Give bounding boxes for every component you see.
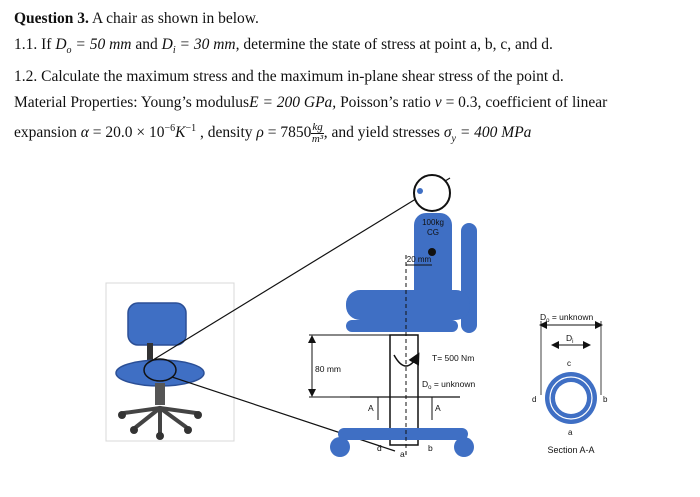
q1-di-sub: i [172, 45, 176, 57]
cg-label: CG [427, 228, 439, 237]
mat-v: v [434, 94, 442, 112]
chair-photo [105, 282, 235, 442]
question-text: Question 3. A chair as shown in below. 1… [14, 6, 698, 152]
photo-backrest [127, 302, 187, 346]
do-label: Do = unknown [422, 379, 475, 391]
question-intro: A chair as shown in below. [91, 10, 259, 27]
q1-di: D [161, 36, 173, 53]
section-do-label: Do = unknown [540, 312, 593, 324]
mat-yield: , and yield stresses [323, 124, 444, 142]
photo-highlight-circle [143, 358, 177, 382]
q1-suffix: determine the state of stress at point a… [239, 36, 553, 53]
mat-e-value: = 200 GPa, [258, 94, 337, 112]
section-point-a: a [568, 428, 573, 437]
mat-alpha-unit-exp: −1 [185, 123, 197, 135]
mass-label: 100kg [422, 218, 444, 227]
mat-alpha-value: = 20.0 × 10 [88, 124, 165, 142]
q1-do-value: = 50 mm [71, 36, 132, 53]
person-head [413, 174, 451, 212]
mat-prefix: Material Properties: Young’s modulus [14, 94, 250, 112]
photo-base [122, 406, 198, 435]
section-title: Section A-A [547, 445, 594, 455]
do-letter: D [422, 379, 428, 389]
mat-rho-value: = 7850 [263, 124, 312, 142]
do-unknown: = unknown [431, 379, 475, 389]
photo-casters [118, 411, 202, 440]
mat-rho-den: m³ [311, 133, 324, 146]
chair-schematic [308, 174, 477, 457]
torque-label: T= 500 Nm [432, 353, 474, 363]
torque-arrow [393, 352, 420, 367]
point-b: b [428, 443, 433, 453]
base-bar [338, 428, 468, 440]
section-di-sub: i [572, 339, 573, 345]
material-line-1: Material Properties: Young’s modulusE = … [14, 90, 698, 116]
mat-coef: coefficient of linear [481, 94, 608, 112]
zoom-line-top [147, 177, 451, 364]
q1-di-value: = 30 mm, [175, 36, 240, 53]
point-a: a [400, 449, 405, 459]
seat-lower [346, 320, 458, 332]
mat-alpha: α [80, 124, 89, 142]
mat-e: E [249, 94, 259, 112]
photo-column [155, 383, 165, 405]
question-title: Question 3. [14, 10, 89, 27]
head-dot [417, 188, 423, 194]
section-point-c: c [567, 359, 571, 368]
cut-label-right: A [435, 403, 441, 413]
mat-sigma-value: = 400 MPa [455, 124, 532, 142]
mat-v-value: = 0.3, [441, 94, 482, 112]
section-di-label: Di [566, 333, 573, 345]
mat-density: , density [196, 124, 257, 142]
photo-seat [115, 359, 205, 387]
section-do-unknown: = unknown [549, 312, 593, 322]
photo-back-support [147, 343, 153, 365]
mat-alpha-exp: −6 [164, 123, 176, 135]
cg-point [428, 248, 436, 256]
section-do-sub: o [546, 318, 550, 324]
offset-label: 20 mm [407, 255, 432, 264]
q1-do: D [55, 36, 67, 53]
person-body [414, 213, 452, 303]
mat-poisson: Poisson’s ratio [336, 94, 435, 112]
do-sub: o [428, 385, 432, 391]
mat-expansion: expansion [14, 124, 81, 142]
mat-rho: ρ [256, 124, 264, 142]
section-ring [549, 376, 593, 420]
wheel-left [330, 437, 350, 457]
mat-rho-num: kg [311, 121, 324, 135]
wheel-right [454, 437, 474, 457]
height-label: 80 mm [315, 364, 341, 374]
chair-figure: 100kg CG 20 mm 80 mm T= 500 Nm Do = unkn… [105, 174, 608, 459]
point-d: d [377, 443, 382, 453]
q1-and: and [131, 36, 162, 53]
q1-prefix: 1.1. If [14, 36, 56, 53]
mat-alpha-unit: K [175, 124, 186, 142]
cut-label-left: A [368, 403, 374, 413]
seat [346, 290, 470, 320]
mat-sigma-sub: y [451, 133, 456, 145]
question-title-line: Question 3. A chair as shown in below. [14, 6, 698, 32]
question-1-2: 1.2. Calculate the maximum stress and th… [14, 68, 564, 86]
section-di-letter: D [566, 333, 572, 343]
section-inner [555, 382, 587, 414]
section-do-letter: D [540, 312, 546, 322]
material-line-2: expansion α = 20.0 × 10−6K−1 , density ρ… [14, 116, 698, 152]
section-point-d: d [532, 395, 536, 404]
section-a-a [539, 321, 603, 424]
q1-do-sub: o [66, 45, 72, 57]
question-1-1: 1.1. If Do = 50 mm and Di = 30 mm, deter… [14, 32, 698, 64]
mat-sigma: σ [443, 124, 452, 142]
section-point-b: b [603, 395, 608, 404]
